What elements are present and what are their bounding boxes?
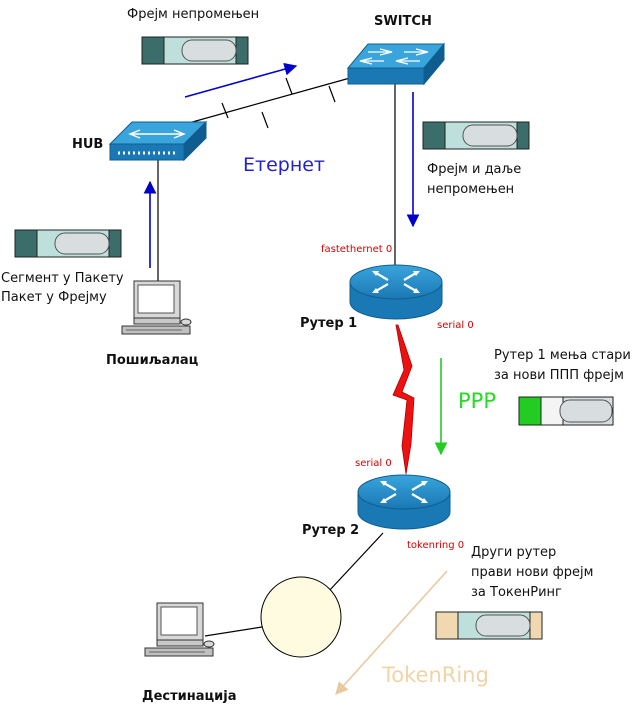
router1-icon [349,264,443,320]
label-segment-packet: Сегмент у Пакету Пакет у Фрејму [1,271,124,305]
label-r1-serial: serial 0 [437,320,474,331]
label-frame-unchanged: Фрејм непромењен [127,7,260,22]
label-router2: Рутер 2 [302,523,360,538]
serial-link-lightning [392,324,415,475]
frame-icon-ppp [518,396,614,426]
destination-computer-icon [144,602,215,657]
label-tokenring: TokenRing [382,663,489,687]
label-ppp: PPP [458,389,496,413]
label-router1: Рутер 1 [300,316,358,331]
switch-icon [346,42,446,86]
router2-ring-cable [327,532,384,593]
frame-icon-top [141,36,249,65]
hub-icon [108,120,208,162]
frame-icon-tokenring [435,611,543,640]
label-router2-new-frame: Други рутер прави нови фрејм за ТокенРин… [471,545,594,600]
tokenring-network [260,576,342,658]
label-ethernet: Етернет [243,154,326,176]
label-destination: Дестинација [142,689,237,704]
router2-icon [357,474,451,530]
sender-computer-icon [121,280,192,335]
frame-icon-switch [422,121,530,150]
frame-icon-sender [14,229,122,258]
ethernet-cable [177,77,351,127]
label-router1-changes: Рутер 1 мења стари за нови ППП фрејм [494,348,631,383]
ring-destination-cable [204,626,263,637]
label-r2-serial: serial 0 [355,458,392,469]
tokenring-arrow [335,570,448,695]
label-tokenring-iface: tokenring 0 [407,540,465,551]
label-switch: SWITCH [374,14,432,29]
label-hub: HUB [72,137,104,152]
cables [157,77,396,637]
label-sender: Пошиљалац [106,353,199,368]
label-fastethernet: fastethernet 0 [321,244,393,255]
ethernet-arrow [184,62,298,98]
label-frame-still-unchanged: Фрејм и даље непромењен [427,162,522,197]
